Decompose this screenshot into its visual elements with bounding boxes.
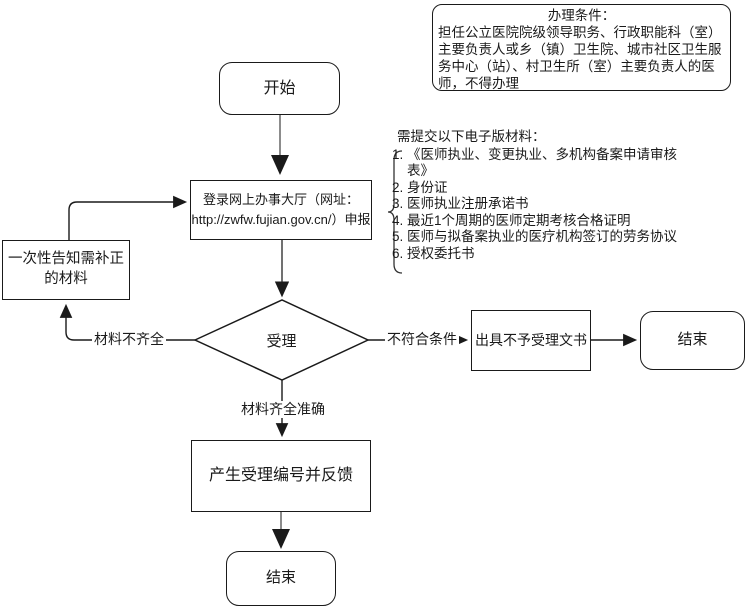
- end-node-bottom: 结束: [226, 551, 336, 606]
- materials-brace: [387, 150, 403, 274]
- start-node: 开始: [219, 62, 340, 115]
- edge-label-not-qualified: 不符合条件: [385, 331, 459, 348]
- conditions-note: 办理条件： 担任公立医院院级领导职务、行政职能科（室）主要负责人或乡（镇）卫生院…: [432, 4, 731, 91]
- reject-document-node: 出具不予受理文书: [471, 310, 591, 371]
- login-portal-node: 登录网上办事大厅（网址： http://zwfw.fujian.gov.cn/）…: [190, 180, 372, 240]
- materials-item: 医师与拟备案执业的医疗机构签订的劳务协议: [407, 229, 689, 246]
- conditions-note-body: 担任公立医院院级领导职务、行政职能科（室）主要负责人或乡（镇）卫生院、城市社区卫…: [438, 25, 722, 91]
- materials-item: 授权委托书: [407, 246, 689, 263]
- acceptance-number-node: 产生受理编号并反馈: [191, 440, 371, 512]
- conditions-note-title: 办理条件：: [547, 8, 616, 23]
- review-decision-label: 受理: [266, 332, 297, 350]
- materials-item: 身份证: [407, 180, 689, 197]
- edge-notice-to-login: [68, 195, 188, 240]
- materials-note-title: 需提交以下电子版材料：: [397, 129, 546, 144]
- materials-item: 最近1个周期的医师定期考核合格证明: [407, 213, 689, 230]
- supplement-notice-node: 一次性告知需补正 的材料: [2, 240, 130, 300]
- materials-item: 《医师执业、变更执业、多机构备案申请审核表》: [407, 147, 689, 180]
- materials-item: 医师执业注册承诺书: [407, 196, 689, 213]
- materials-list: 《医师执业、变更执业、多机构备案申请审核表》 身份证 医师执业注册承诺书 最近1…: [389, 147, 689, 263]
- end-node-right: 结束: [640, 311, 745, 370]
- materials-note: 需提交以下电子版材料： 《医师执业、变更执业、多机构备案申请审核表》 身份证 医…: [389, 129, 689, 262]
- review-diamond: [193, 299, 370, 381]
- edge-review-to-notice: [59, 303, 195, 341]
- edge-label-complete: 材料齐全准确: [239, 401, 327, 418]
- edge-label-incomplete: 材料不齐全: [92, 331, 166, 348]
